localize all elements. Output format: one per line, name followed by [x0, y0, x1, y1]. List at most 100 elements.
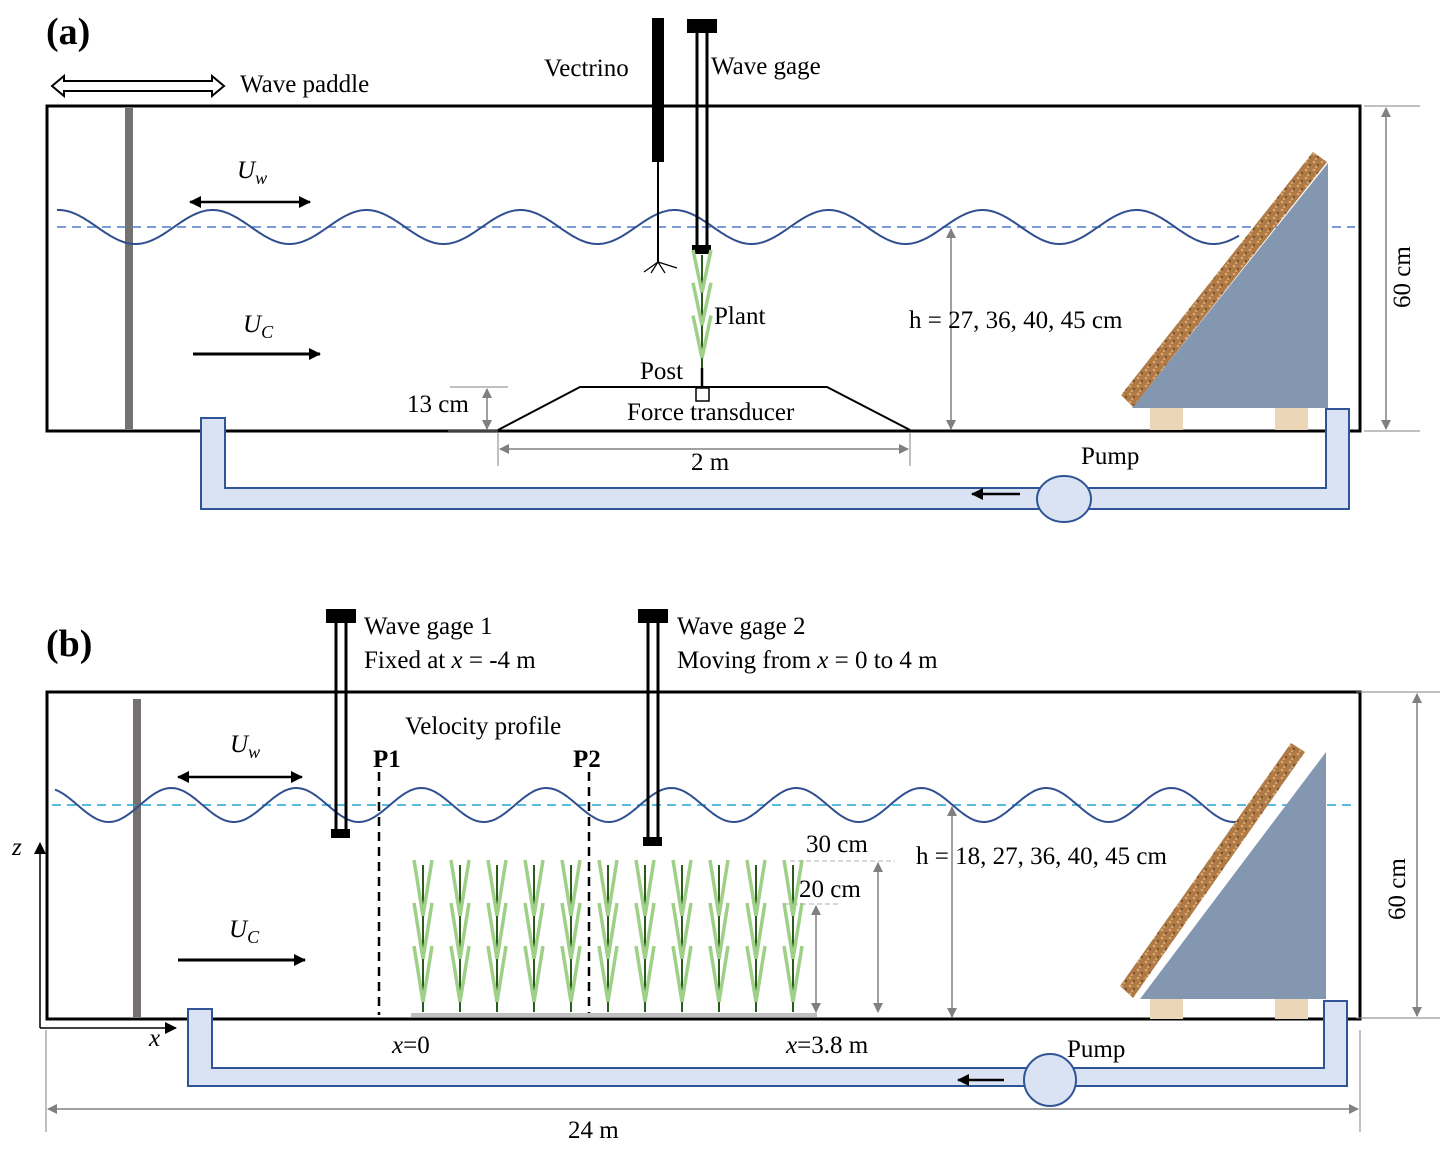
plant-leaf: [700, 282, 713, 326]
pump-label-b: Pump: [1067, 1036, 1125, 1063]
z-axis-label: z: [11, 834, 22, 861]
plant-leaf: [523, 902, 536, 960]
profile-p1-label: P1: [373, 746, 401, 773]
plant-leaf: [634, 902, 647, 960]
plant-leaf: [532, 902, 545, 960]
plant-leaf: [495, 945, 508, 1003]
wave-surface-b: [54, 786, 1250, 824]
wave-paddle-label: Wave paddle: [240, 71, 369, 98]
plant-leaf: [643, 859, 656, 917]
plant-leaf: [560, 859, 573, 917]
plant-leaf: [791, 902, 804, 960]
plant-leaf: [745, 902, 758, 960]
velocity-profile-label: Velocity profile: [405, 713, 561, 740]
plant-leaf: [700, 315, 713, 359]
uc-label-a: UC: [243, 311, 274, 342]
plant-leaf: [754, 859, 767, 917]
panel-a: (a) Wave paddle Uw UC Vectrino: [45, 11, 1420, 523]
plant-leaf: [680, 859, 693, 917]
plant-leaf: [754, 902, 767, 960]
plant-leaf: [671, 859, 684, 917]
post-label: Post: [640, 358, 683, 385]
plant: [671, 859, 693, 1012]
plant-leaf: [606, 945, 619, 1003]
wave-gage-2-tip: [643, 837, 662, 846]
plant-leaf: [745, 859, 758, 917]
tank-height-label-b: 60 cm: [1384, 858, 1411, 920]
plant-leaf: [643, 902, 656, 960]
panel-b-label: (b): [46, 623, 92, 665]
plant-leaf: [782, 859, 795, 917]
plant-leaf: [449, 859, 462, 917]
plant-leaf: [597, 859, 610, 917]
height-30cm-label: 30 cm: [806, 831, 868, 858]
tank-height-label-a: 60 cm: [1389, 246, 1416, 308]
plant-leaf: [486, 902, 499, 960]
plant-leaf: [717, 859, 730, 917]
plant-leaf: [606, 859, 619, 917]
beach-slope-b: [1140, 752, 1326, 999]
plant-leaf: [421, 945, 434, 1003]
panel-a-label: (a): [46, 11, 90, 53]
pump-a: [1036, 475, 1092, 523]
return-pipe-a: [200, 408, 1350, 510]
plant-leaf: [671, 945, 684, 1003]
plant-leaf: [458, 902, 471, 960]
plant-leaf: [634, 859, 647, 917]
length-2m-label: 2 m: [691, 449, 730, 476]
plant-leaf: [486, 859, 499, 917]
plant-leaf: [745, 945, 758, 1003]
x-axis-label: x: [148, 1025, 160, 1052]
plant-leaf: [569, 859, 582, 917]
wave-paddle-arrow-icon: [50, 73, 226, 99]
plant-leaf: [495, 859, 508, 917]
plant-leaf: [569, 902, 582, 960]
plant-leaf: [412, 902, 425, 960]
plant: [597, 859, 619, 1012]
depth-label-b: h = 18, 27, 36, 40, 45 cm: [916, 843, 1167, 870]
tank-a: [45, 104, 1362, 433]
plant: [708, 859, 730, 1012]
beach-support-a-1: [1150, 408, 1183, 430]
vectrino-probe: [652, 18, 664, 162]
plant: [412, 859, 434, 1012]
plant-leaf: [458, 945, 471, 1003]
plant: [745, 859, 767, 1012]
force-transducer-label: Force transducer: [627, 399, 795, 426]
plant-leaf: [495, 902, 508, 960]
uw-label-b: Uw: [230, 731, 260, 762]
plant-leaf: [532, 945, 545, 1003]
meadow-base: [411, 1013, 817, 1017]
plant-a: [691, 249, 713, 368]
plant-leaf: [421, 859, 434, 917]
plant-label: Plant: [714, 303, 765, 330]
plant-leaf: [791, 859, 804, 917]
plant: [523, 859, 545, 1012]
plant-leaf: [754, 945, 767, 1003]
plant: [449, 859, 471, 1012]
plant: [634, 859, 656, 1012]
height-13cm-label: 13 cm: [407, 391, 469, 418]
wave-gage-1-label: Wave gage 1: [364, 613, 492, 640]
wave-gage-1-tip: [331, 829, 350, 838]
plant-leaf: [782, 902, 795, 960]
plant: [782, 859, 804, 1012]
wave-gage-2-label: Wave gage 2: [677, 613, 805, 640]
plant: [486, 859, 508, 1012]
wave-gage-2-position: Moving from x = 0 to 4 m: [677, 647, 938, 674]
wave-gage-1-head: [326, 609, 356, 623]
wave-gage-head-a: [687, 19, 717, 33]
plant-leaf: [782, 945, 795, 1003]
plant-leaf: [560, 945, 573, 1003]
plant-leaf: [708, 859, 721, 917]
plant-leaf: [597, 945, 610, 1003]
plant-leaf: [449, 945, 462, 1003]
beach-support-b-2: [1275, 999, 1308, 1019]
plant-leaf: [458, 859, 471, 917]
profile-p2-label: P2: [573, 746, 601, 773]
plant-leaf: [691, 249, 704, 293]
vectrino-receiver-icon: [643, 261, 678, 274]
plant-leaf: [597, 902, 610, 960]
wave-gage-tip-a: [692, 245, 711, 254]
